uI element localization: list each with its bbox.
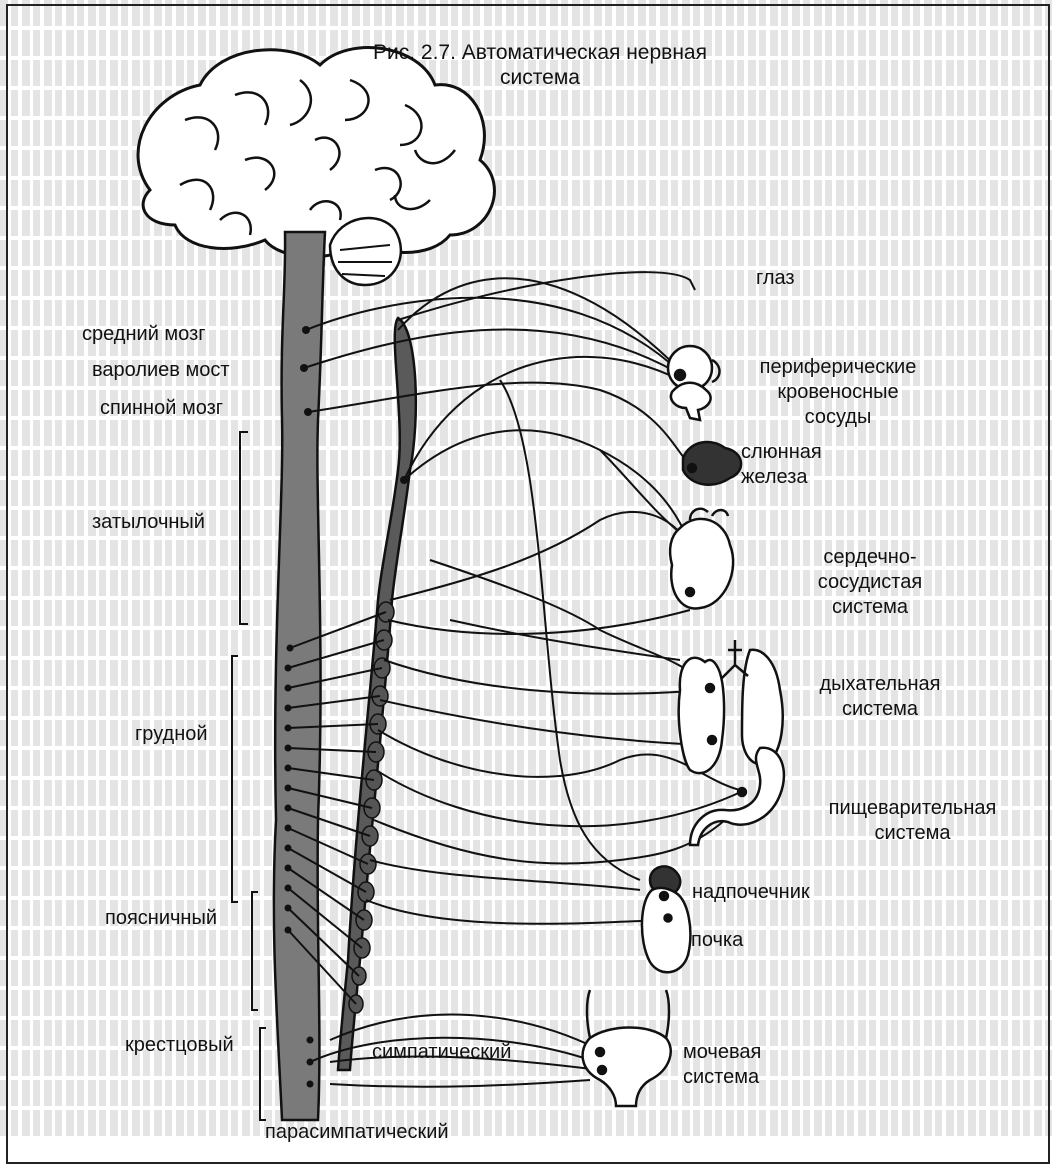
label-kidney: почка bbox=[691, 928, 743, 953]
label-cardio: сердечно- сосудистая система bbox=[800, 545, 940, 620]
bracket-thoracic bbox=[232, 656, 238, 902]
label-salivary: слюнная железа bbox=[741, 440, 822, 490]
label-pons: варолиев мост bbox=[92, 358, 230, 383]
bracket-lumbar bbox=[252, 892, 258, 1010]
adrenal-and-kidney bbox=[642, 866, 690, 972]
label-thoracic: грудной bbox=[135, 722, 208, 747]
vessels bbox=[671, 383, 711, 420]
label-eye: глаз bbox=[756, 266, 795, 291]
label-occipital: затылочный bbox=[92, 510, 205, 535]
spinal-cord bbox=[274, 232, 325, 1120]
label-sympathetic: симпатический bbox=[372, 1040, 511, 1065]
bracket-occipital bbox=[240, 432, 248, 624]
label-urinary: мочевая система bbox=[683, 1040, 761, 1090]
label-sacral: крестцовый bbox=[125, 1033, 234, 1058]
region-brackets bbox=[232, 432, 266, 1120]
label-parasympathetic: парасимпатический bbox=[265, 1120, 449, 1145]
figure-title: Рис. 2.7. Автоматическая нервная система bbox=[350, 40, 730, 90]
bracket-sacral bbox=[260, 1028, 266, 1120]
label-midbrain: средний мозг bbox=[82, 322, 206, 347]
label-adrenal: надпочечник bbox=[692, 880, 810, 905]
label-digestive: пищеварительная система bbox=[805, 796, 1020, 846]
bladder bbox=[583, 990, 671, 1106]
salivary-gland bbox=[683, 442, 741, 485]
label-lumbar: поясничный bbox=[105, 906, 217, 931]
label-spinal-cord: спинной мозг bbox=[100, 396, 223, 421]
label-vessels: периферические кровеносные сосуды bbox=[728, 355, 948, 430]
label-respiratory: дыхательная система bbox=[800, 672, 960, 722]
